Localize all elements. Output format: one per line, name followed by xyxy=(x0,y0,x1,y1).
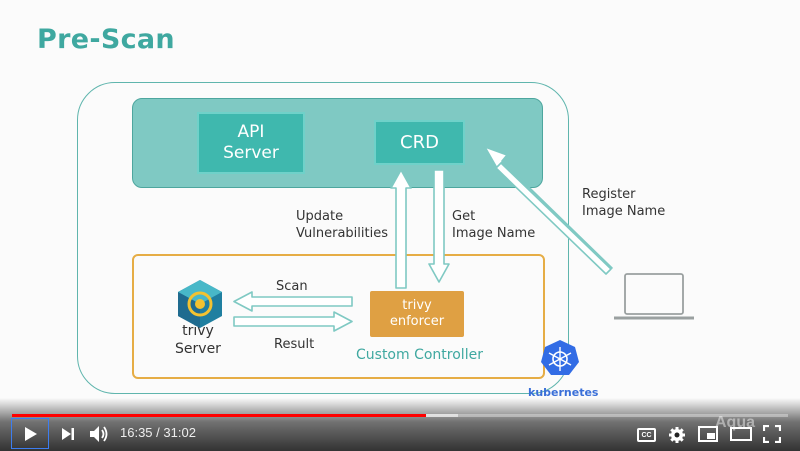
api-server-box: API Server xyxy=(197,112,305,174)
kubernetes-label: kubernetes xyxy=(528,386,599,399)
duration: 31:02 xyxy=(163,425,196,440)
volume-icon[interactable] xyxy=(88,424,110,444)
play-button[interactable] xyxy=(11,418,49,449)
kubernetes-logo-icon xyxy=(541,340,579,375)
trivy-server-label: trivy Server xyxy=(175,323,221,357)
result-label: Result xyxy=(274,337,315,352)
get-arrow xyxy=(428,169,450,283)
crd-box: CRD xyxy=(374,120,465,165)
trivy-enforcer-box: trivy enforcer xyxy=(370,291,464,337)
update-vulnerabilities-label: Update Vulnerabilities xyxy=(296,209,388,241)
current-time: 16:35 xyxy=(120,425,153,440)
controller-panel xyxy=(132,254,545,379)
next-icon[interactable] xyxy=(59,425,77,443)
play-icon[interactable] xyxy=(22,425,40,443)
get-image-name-label: Get Image Name xyxy=(452,209,536,241)
channel-watermark: Aqua xyxy=(715,414,755,431)
settings-icon[interactable] xyxy=(667,425,687,445)
result-arrow xyxy=(233,311,353,332)
progress-played xyxy=(12,414,427,417)
laptop-icon xyxy=(614,273,694,320)
player-controls xyxy=(0,398,800,451)
time-separator: / xyxy=(152,425,164,440)
time-display: 16:35 / 31:02 xyxy=(120,425,196,440)
captions-icon[interactable]: CC xyxy=(637,428,656,442)
trivy-logo-icon xyxy=(178,280,222,328)
register-image-name-label: Register Image Name xyxy=(582,187,666,219)
scan-label: Scan xyxy=(276,279,308,294)
fullscreen-icon[interactable] xyxy=(762,424,782,444)
progress-bar[interactable] xyxy=(12,414,788,417)
custom-controller-label: Custom Controller xyxy=(356,347,483,363)
theater-icon[interactable] xyxy=(729,425,753,443)
update-arrow xyxy=(390,169,412,289)
trivy-enforcer-label: trivy enforcer xyxy=(389,298,445,329)
register-arrow xyxy=(484,146,613,275)
scan-arrow xyxy=(233,291,353,312)
api-server-label: API Server xyxy=(223,122,279,163)
slide-title: Pre-Scan xyxy=(37,24,175,55)
miniplayer-icon[interactable] xyxy=(697,425,719,443)
